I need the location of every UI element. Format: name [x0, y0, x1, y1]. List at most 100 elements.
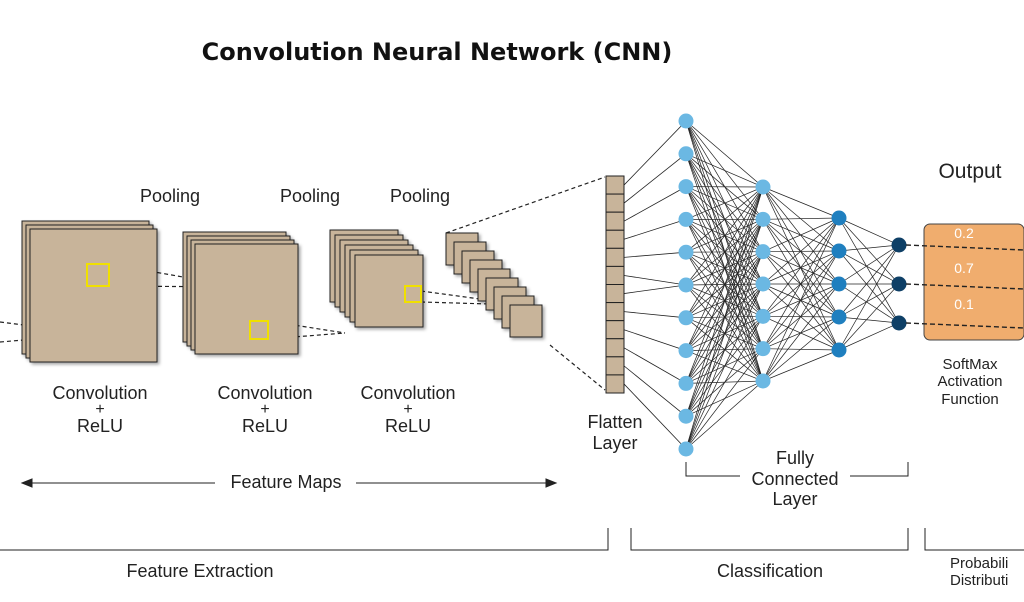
- dense-connection-3: [838, 316, 900, 324]
- plus-text: +: [403, 400, 413, 418]
- dense-connection-1: [685, 219, 764, 450]
- dense-connection-2: [762, 186, 840, 219]
- neuron-layer-1: [678, 408, 694, 424]
- probability-label: Probabili Distributi: [950, 555, 1024, 590]
- neuron-layer-4: [891, 315, 907, 331]
- flatten-cell: [605, 302, 625, 322]
- probability-text-2: Distributi: [950, 572, 1009, 590]
- neuron-layer-1: [678, 375, 694, 391]
- conv-label-1: Convolution + ReLU: [40, 383, 160, 437]
- softmax-text-1: SoftMax: [942, 356, 998, 373]
- flatten-connection: [623, 219, 687, 240]
- neuron-layer-2: [755, 211, 771, 227]
- dense-connection-2: [762, 217, 840, 220]
- neuron-layer-2: [755, 244, 771, 260]
- classification-label: Classification: [716, 561, 824, 581]
- dense-connection-1: [685, 251, 764, 450]
- dense-connection-1: [685, 348, 764, 450]
- fc-text-3: Layer: [772, 489, 818, 510]
- flatten-connection: [623, 251, 687, 258]
- flatten-cell: [605, 374, 625, 394]
- fc-bracket-right: [846, 462, 909, 477]
- flatten-cell: [605, 356, 625, 376]
- dense-connection-3: [838, 250, 900, 285]
- flatten-cell: [605, 338, 625, 358]
- neuron-layer-3: [831, 210, 847, 226]
- flatten-cell: [605, 247, 625, 267]
- projection-line-6: [267, 332, 346, 340]
- neuron-layer-2: [755, 276, 771, 292]
- dense-connection-1: [685, 186, 764, 220]
- neuron-layer-3: [831, 276, 847, 292]
- softmax-text-2: Activation: [937, 373, 1003, 391]
- dense-connection-2: [762, 217, 840, 382]
- flatten-connection: [623, 383, 687, 450]
- classification-bracket: [630, 528, 909, 551]
- dense-connection-1: [685, 380, 764, 450]
- dense-connection-2: [762, 283, 840, 382]
- feature-extraction-bracket: [0, 528, 609, 551]
- flatten-connection: [623, 120, 687, 186]
- output-line: [905, 244, 1024, 251]
- dense-connection-3: [838, 217, 900, 285]
- dense-connection-1: [685, 186, 764, 253]
- filter-box-3: [404, 285, 422, 303]
- flatten-connection: [623, 347, 687, 384]
- neuron-layer-1: [678, 113, 694, 129]
- softmax-label: SoftMax Activation Function: [920, 356, 1020, 408]
- probability-text-1: Probabili: [950, 555, 1009, 572]
- dense-connection-1: [685, 186, 764, 450]
- dense-connection-3: [838, 217, 900, 246]
- conv-text: Convolution: [217, 383, 313, 403]
- neuron-layer-1: [678, 441, 694, 457]
- neuron-layer-1: [678, 310, 694, 326]
- flatten-connection: [623, 365, 687, 417]
- softmax-output-box: [923, 223, 1024, 341]
- flatten-cell: [605, 265, 625, 285]
- dense-connection-1: [685, 186, 764, 384]
- neuron-layer-2: [755, 373, 771, 389]
- dense-connection-3: [838, 244, 900, 351]
- flatten-text-2: Layer: [592, 432, 638, 453]
- conv-label-3: Convolution + ReLU: [348, 383, 468, 437]
- dense-connection-3: [838, 283, 900, 324]
- feature-maps-label: Feature Maps: [230, 472, 342, 492]
- feature-map-stack-1-layer: [29, 228, 158, 363]
- fully-connected-label: Fully Connected Layer: [740, 448, 850, 511]
- relu-text: ReLU: [384, 416, 432, 437]
- conv-text: Convolution: [360, 383, 456, 403]
- flatten-text-1: Flatten: [587, 412, 643, 432]
- diagram-title: Convolution Neural Network (CNN): [201, 38, 673, 66]
- neuron-layer-1: [678, 211, 694, 227]
- projection-line-5: [267, 320, 346, 334]
- neuron-layer-1: [678, 179, 694, 195]
- arrowhead-left: [20, 478, 33, 488]
- neuron-layer-3: [831, 342, 847, 358]
- dense-connection-1: [685, 186, 764, 286]
- projection-line-9: [445, 176, 606, 234]
- pooling-label-2: Pooling: [279, 186, 341, 206]
- dense-connection-1: [685, 120, 764, 188]
- pooling-label-3: Pooling: [389, 186, 451, 206]
- feature-extraction-label: Feature Extraction: [126, 561, 274, 581]
- conv-label-2: Convolution + ReLU: [205, 383, 325, 437]
- neuron-layer-3: [831, 243, 847, 259]
- output-value-2: 0.7: [954, 260, 974, 276]
- fc-text-2: Connected: [751, 468, 839, 489]
- neuron-layer-4: [891, 276, 907, 292]
- output-label: Output: [938, 160, 1002, 183]
- flatten-cell: [605, 320, 625, 340]
- output-value-3: 0.1: [954, 296, 974, 312]
- dense-connection-2: [762, 316, 840, 382]
- probability-bracket: [924, 528, 1024, 551]
- flatten-cell: [605, 175, 625, 195]
- flatten-connection: [623, 186, 687, 222]
- flatten-cell: [605, 284, 625, 304]
- dense-connection-1: [685, 186, 764, 318]
- neuron-layer-4: [891, 237, 907, 253]
- output-value-1: 0.2: [954, 225, 974, 241]
- fc-text-1: Fully: [775, 448, 814, 468]
- dense-connection-1: [685, 186, 764, 351]
- neuron-layer-1: [678, 277, 694, 293]
